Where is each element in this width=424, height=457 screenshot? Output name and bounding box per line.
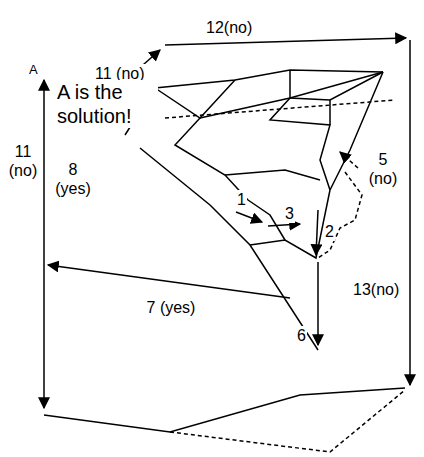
callout-number: 2 (324, 222, 335, 241)
callout-number: 5 (no) (362, 150, 404, 188)
callout-number: 12(no) (205, 18, 253, 37)
callout-number: 3 (284, 204, 295, 223)
callout-number: 8 (yes) (48, 160, 98, 198)
callout-number: A (28, 62, 39, 78)
callout-number: 7 (yes) (145, 298, 197, 317)
callout-number: 11 (no) (6, 142, 40, 180)
callout-number: 6 (296, 326, 307, 345)
callout-number: 1 (236, 190, 247, 209)
annotation-note: A is the solution! (56, 80, 158, 128)
callout-number: 13(no) (352, 280, 400, 299)
